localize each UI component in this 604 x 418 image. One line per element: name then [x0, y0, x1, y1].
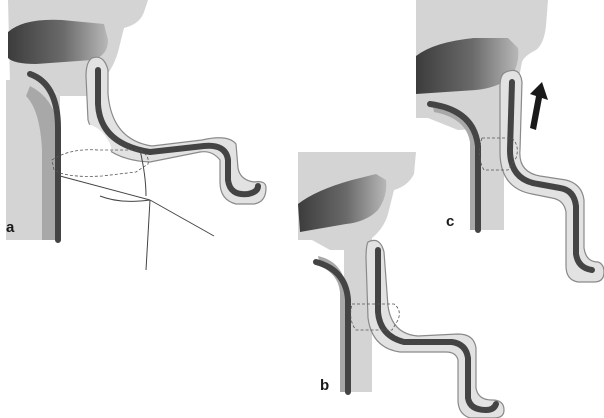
panel-c-label: c	[446, 213, 454, 230]
panel-a: a	[6, 0, 266, 270]
panel-a-guide-line-5	[100, 196, 150, 201]
panel-a-lower-notch	[80, 186, 101, 236]
panel-c: c	[416, 0, 604, 282]
panel-b-label: b	[320, 377, 329, 394]
panel-a-guide-line-3	[146, 200, 150, 270]
panel-a-guide-line-2	[150, 200, 214, 236]
upward-arrow-icon	[530, 82, 548, 130]
panel-a-label: a	[6, 219, 15, 236]
panel-a-guide-line-1	[60, 176, 150, 200]
panel-a-cartilage	[86, 57, 266, 204]
